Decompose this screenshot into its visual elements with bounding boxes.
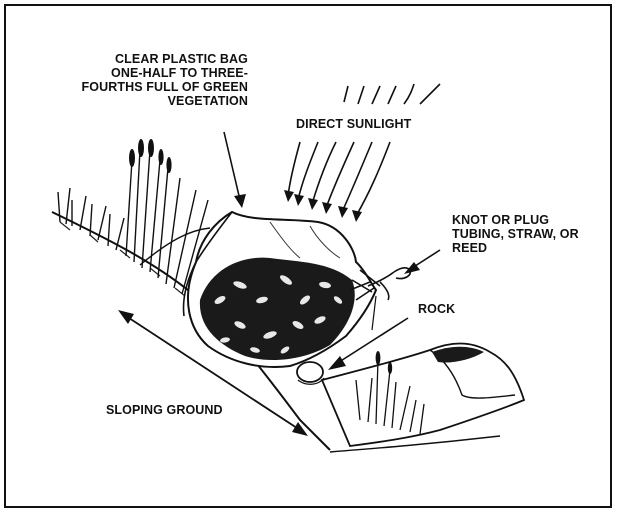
bag-label: CLEAR PLASTIC BAG ONE-HALF TO THREE- FOU… xyxy=(78,52,248,108)
bag-label-line-1: CLEAR PLASTIC BAG xyxy=(78,52,248,66)
knot-label: KNOT OR PLUG TUBING, STRAW, OR REED xyxy=(452,213,579,255)
knot-label-line-2: TUBING, STRAW, OR xyxy=(452,227,579,241)
sunlight-rays-arrows xyxy=(288,142,390,216)
knot-label-arrow xyxy=(404,250,440,274)
grass-clump-left xyxy=(58,150,210,294)
drip-line xyxy=(372,296,376,330)
rock xyxy=(297,362,323,382)
knot-label-line-1: KNOT OR PLUG xyxy=(452,213,579,227)
grass-seed-heads xyxy=(129,139,172,173)
sunlight-label: DIRECT SUNLIGHT xyxy=(296,117,411,131)
bag-label-line-2: ONE-HALF TO THREE- xyxy=(78,66,248,80)
knot-label-line-3: REED xyxy=(452,241,579,255)
bag-label-line-3: FOURTHS FULL OF GREEN xyxy=(78,80,248,94)
sunlight-rays-top xyxy=(344,84,440,104)
rock-label: ROCK xyxy=(418,302,455,316)
ground-shading xyxy=(60,222,185,296)
bag-label-arrow xyxy=(224,132,246,208)
sloping-ground-label: SLOPING GROUND xyxy=(106,403,223,417)
bag-label-line-4: VEGETATION xyxy=(78,94,248,108)
hill-right xyxy=(322,344,524,447)
